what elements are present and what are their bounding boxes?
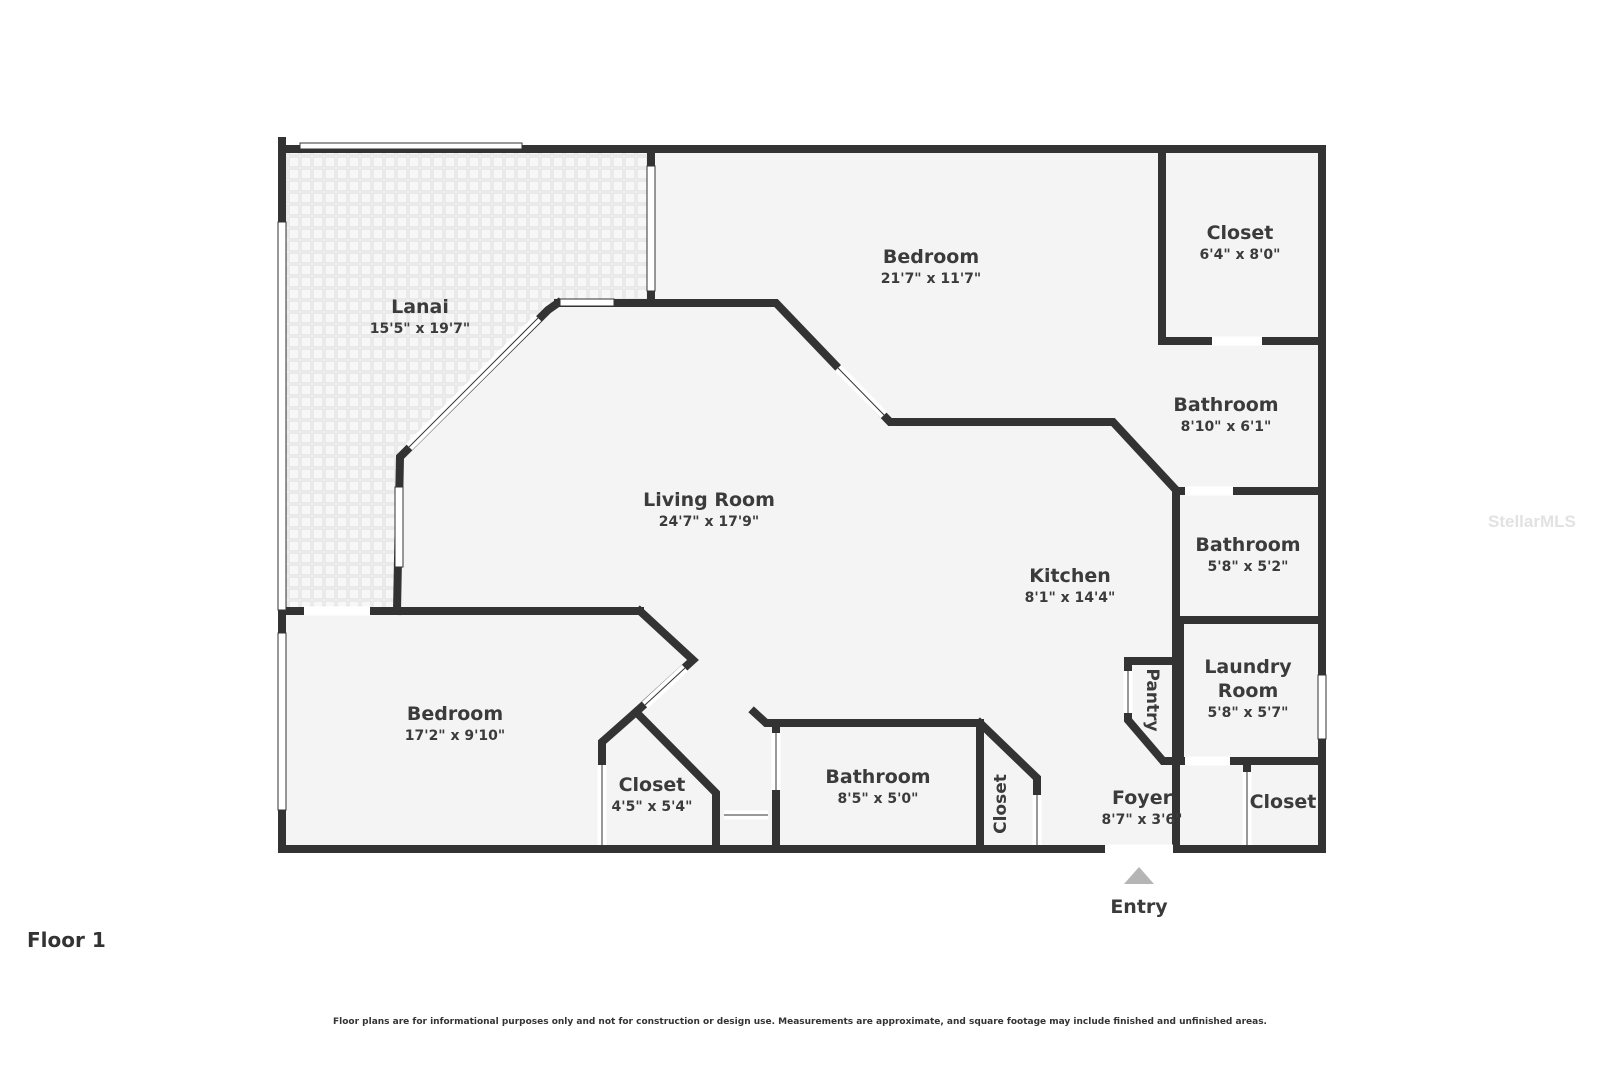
hall-closet-wall bbox=[974, 717, 1041, 797]
window-bedroom-left bbox=[277, 632, 287, 811]
hall-bathroom-dims: 8'5" x 5'0" bbox=[838, 791, 919, 807]
small-bathroom-dims: 5'8" x 5'2" bbox=[1208, 559, 1289, 575]
hall-bathroom-name: Bathroom bbox=[825, 766, 930, 788]
laundry-name-line1: Laundry bbox=[1204, 656, 1292, 678]
floor-fills bbox=[282, 146, 1322, 849]
second-closet-name: Closet bbox=[619, 774, 686, 796]
living-room-name: Living Room bbox=[643, 489, 775, 511]
pantry-wall bbox=[1124, 657, 1184, 765]
laundry-name-line2: Room bbox=[1218, 680, 1279, 702]
small-bathroom-name: Bathroom bbox=[1195, 534, 1300, 556]
watermark-logo: StellarMLS bbox=[1488, 512, 1576, 531]
master-bedroom-name: Bedroom bbox=[883, 246, 979, 268]
entry-label: Entry bbox=[1110, 896, 1168, 918]
entry-arrow-icon bbox=[1124, 867, 1154, 884]
lanai-name: Lanai bbox=[391, 296, 449, 318]
windows bbox=[277, 142, 1327, 811]
pantry-name: Pantry bbox=[1142, 668, 1162, 731]
window-lanai-top bbox=[299, 142, 523, 150]
living-room-wall-upper bbox=[554, 299, 1180, 853]
hall-closet-name: Closet bbox=[991, 774, 1011, 834]
interior-floor bbox=[282, 146, 1322, 849]
master-closet-dims: 6'4" x 8'0" bbox=[1200, 247, 1281, 263]
door-frames bbox=[408, 317, 1248, 845]
master-closet-wall bbox=[1158, 145, 1326, 345]
window-living-left bbox=[394, 486, 404, 568]
master-closet-name: Closet bbox=[1207, 222, 1274, 244]
kitchen-name: Kitchen bbox=[1029, 565, 1111, 587]
window-lanai-left bbox=[277, 221, 287, 611]
second-closet-dims: 4'5" x 5'4" bbox=[612, 799, 693, 815]
kitchen-dims: 8'1" x 14'4" bbox=[1025, 590, 1116, 606]
master-bedroom-dims: 21'7" x 11'7" bbox=[881, 271, 981, 287]
living-room-dims: 24'7" x 17'9" bbox=[659, 514, 759, 530]
second-bedroom-dims: 17'2" x 9'10" bbox=[405, 728, 505, 744]
foyer-dims: 8'7" x 3'6" bbox=[1102, 812, 1183, 828]
window-laundry-right bbox=[1317, 674, 1327, 740]
master-bathroom-dims: 8'10" x 6'1" bbox=[1181, 419, 1272, 435]
foyer-name: Foyer bbox=[1112, 787, 1173, 809]
window-living-top bbox=[559, 298, 615, 307]
foyer-closet-name: Closet bbox=[1250, 791, 1317, 813]
master-bathroom-name: Bathroom bbox=[1173, 394, 1278, 416]
lanai-dims: 15'5" x 19'7" bbox=[370, 321, 470, 337]
floor-label: Floor 1 bbox=[27, 928, 106, 952]
second-bedroom-name: Bedroom bbox=[407, 703, 503, 725]
room-labels: Lanai 15'5" x 19'7" Bedroom 21'7" x 11'7… bbox=[370, 222, 1317, 834]
window-lanai-right bbox=[646, 165, 656, 292]
laundry-dims: 5'8" x 5'7" bbox=[1208, 705, 1289, 721]
disclaimer-text: Floor plans are for informational purpos… bbox=[333, 1017, 1267, 1027]
